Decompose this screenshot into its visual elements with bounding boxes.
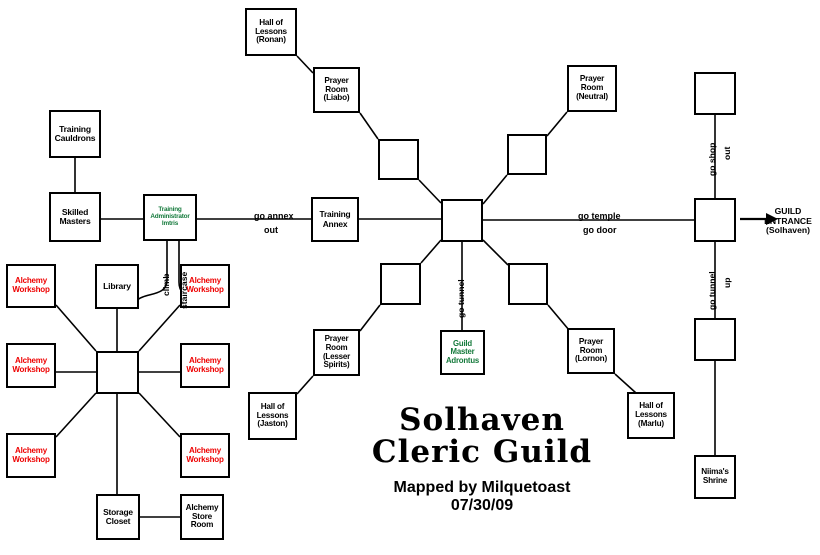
room-label: Library [103,280,131,291]
edge-junction_se-to-prayer_lornon [547,304,570,331]
guild-entrance-destination: GUILD ENTRANCE (Solhaven) [758,206,818,236]
edge-alchemy_nw-to-alchemy_hub [55,304,97,352]
edge-prayer_neutral-to-junction_ne2 [546,111,568,137]
edge-label-go_tunnel_r: go tunnel [707,271,717,310]
edge-junction_ne1-to-central_hub [418,179,442,204]
edge-alchemy_ne-to-alchemy_hub [138,304,181,352]
edge-label-go_annex: go annex [254,211,294,221]
map-title-line-2: Cleric Guild [371,434,593,471]
room-library[interactable]: Library [95,264,139,309]
edge-label-go_temple: go temple [578,211,621,221]
room-temple_door[interactable] [694,198,736,242]
edge-label-staircase: staircase [179,271,189,309]
map-title-block: Solhaven Cleric Guild Mapped by Milqueto… [352,402,612,516]
room-alchemy_hub[interactable] [96,351,139,394]
edge-label-go_door: go door [583,225,617,235]
destination-line-1: GUILD [774,206,802,216]
edge-hall_ronan-to-prayer_liabo [296,55,314,74]
edge-label-up_right: up [722,277,732,289]
map-title-line-1: Solhaven [399,402,565,438]
edge-central_hub-to-junction_sw [420,239,442,264]
edge-central_hub-to-junction_se [482,239,509,266]
edge-lines [55,55,716,518]
room-junction_se[interactable] [508,263,548,305]
edge-prayer_lesser-to-hall_jaston [296,375,314,395]
arrow-head-icon [766,213,778,225]
edge-label-climb: climb [161,273,171,296]
room-central_hub[interactable] [441,199,483,242]
edge-junction_ne2-to-central_hub [482,174,508,205]
room-tunnel_room[interactable] [694,318,736,361]
room-junction_ne2[interactable] [507,134,547,175]
room-shop_room[interactable] [694,72,736,115]
edge-label-go_tunnel_c: go tunnel [456,279,466,318]
destination-line-3: (Solhaven) [766,225,810,236]
guild-entrance-arrow [740,213,778,225]
destination-line-2: ENTRANCE [764,215,812,226]
edge-prayer_lornon-to-hall_marlu [614,373,637,394]
edge-label-out_annex: out [264,225,278,235]
edge-junction_sw-to-prayer_lesser [359,304,381,332]
edge-alchemy_sw-to-alchemy_hub [55,392,97,438]
map-credit: Mapped by Milquetoast [393,478,571,496]
edge-label-out_shop: out [722,146,732,160]
map-date: 07/30/09 [450,497,514,515]
edge-label-go_shop: go shop [707,142,717,176]
room-junction_ne1[interactable] [378,139,419,180]
room-junction_sw[interactable] [380,263,421,305]
edge-prayer_liabo-to-junction_ne1 [359,112,379,140]
edge-alchemy_se-to-alchemy_hub [138,392,181,438]
